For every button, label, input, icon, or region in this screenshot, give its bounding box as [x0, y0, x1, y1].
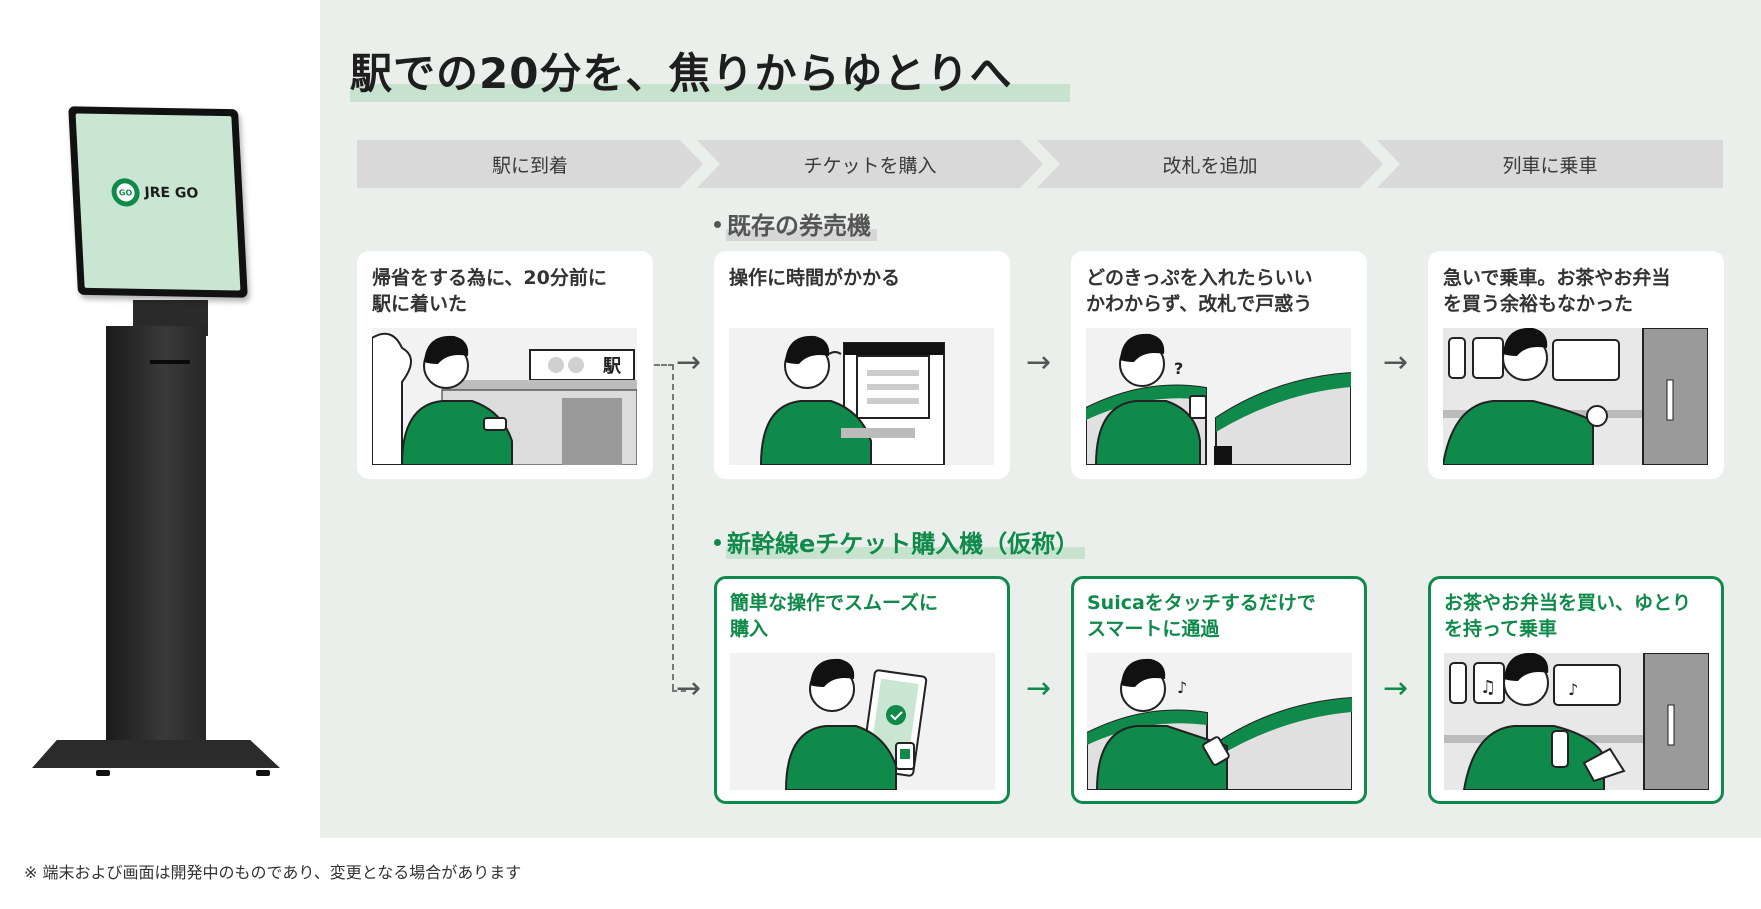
card-caption: お茶やお弁当を買い、ゆとり を持って乗車	[1444, 592, 1692, 640]
kiosk-foot	[256, 770, 270, 776]
step-buy-ticket: チケットを購入	[697, 140, 1043, 188]
card-old-board: 急いで乗車。お茶やお弁当 を買う余裕もなかった	[1428, 251, 1724, 479]
card-caption: 簡単な操作でスムーズに 購入	[730, 592, 939, 640]
illustration-new-kiosk-purchase	[730, 653, 995, 790]
arrow-right-icon: →	[1026, 345, 1052, 380]
kiosk-screen: GO JRE GO	[68, 106, 248, 298]
card-new-buy: 簡単な操作でスムーズに 購入	[714, 576, 1010, 804]
logo-text: JRE GO	[144, 184, 199, 202]
step-arrive: 駅に到着	[357, 140, 703, 188]
bullet-dot	[714, 220, 721, 228]
card-new-gate: Suicaをタッチするだけで スマートに通過 ♪	[1071, 576, 1367, 804]
footnote: ※ 端末および画面は開発中のものであり、変更となる場合があります	[24, 863, 522, 882]
arrow-right-icon: →	[1383, 671, 1409, 706]
card-caption: Suicaをタッチするだけで スマートに通過	[1087, 592, 1316, 640]
kiosk-card-slot	[150, 360, 190, 364]
illustration-station-arrival: 駅	[372, 328, 637, 465]
bullet-dot	[714, 538, 721, 546]
card-caption: 操作に時間がかかる	[729, 267, 901, 289]
section-existing-machine: 既存の券売機	[714, 206, 877, 241]
branch-dashed-line	[654, 364, 674, 366]
arrow-right-icon: →	[676, 671, 702, 706]
card-caption: どのきっぷを入れたらいい かわからず、改札で戸惑う	[1086, 267, 1313, 315]
station-sign: 駅	[602, 356, 622, 377]
illustration-ticket-machine	[729, 328, 994, 465]
card-old-gate: どのきっぷを入れたらいい かわからず、改札で戸惑う ?	[1071, 251, 1367, 479]
step-bar: 駅に到着 チケットを購入 改札を追加 列車に乗車	[357, 140, 1723, 188]
kiosk-base	[32, 740, 280, 768]
kiosk-device: GO JRE GO	[0, 0, 320, 838]
go-logo-mark: GO	[110, 178, 141, 207]
question-mark: ?	[1174, 359, 1183, 378]
page-title-block: 駅での20分を、焦りからゆとりへ	[350, 40, 1070, 102]
kiosk-foot	[96, 770, 110, 776]
arrow-right-icon: →	[1026, 671, 1052, 706]
arrow-right-icon: →	[1383, 345, 1409, 380]
jre-go-logo: GO JRE GO	[110, 178, 199, 208]
music-note-icon: ♫	[1480, 677, 1496, 698]
card-caption: 急いで乗車。お茶やお弁当 を買う余裕もなかった	[1443, 267, 1671, 315]
title-highlight	[350, 84, 1070, 102]
illustration-rushed-boarding	[1443, 328, 1708, 465]
step-gate: 改札を追加	[1037, 140, 1383, 188]
step-board: 列車に乗車	[1377, 140, 1723, 188]
illustration-relaxed-boarding: ♫ ♪	[1444, 653, 1709, 790]
card-arrive: 帰省をする為に、20分前に 駅に着いた 駅	[357, 251, 653, 479]
section-new-machine: 新幹線eチケット購入機（仮称）	[714, 524, 1086, 559]
kiosk-stand	[106, 326, 206, 746]
card-new-board: お茶やお弁当を買い、ゆとり を持って乗車 ♫ ♪	[1428, 576, 1724, 804]
music-note-icon: ♪	[1568, 680, 1578, 699]
arrow-right-icon: →	[676, 345, 702, 380]
illustration-suica-touch-gate: ♪	[1087, 653, 1352, 790]
illustration-ticket-gate-confused: ?	[1086, 328, 1351, 465]
page-title: 駅での20分を、焦りからゆとりへ	[350, 49, 1013, 98]
branch-dashed-line	[672, 690, 686, 692]
card-old-buy: 操作に時間がかかる	[714, 251, 1010, 479]
music-note-icon: ♪	[1177, 678, 1187, 697]
card-caption: 帰省をする為に、20分前に 駅に着いた	[372, 267, 607, 315]
branch-dashed-line	[672, 364, 674, 690]
